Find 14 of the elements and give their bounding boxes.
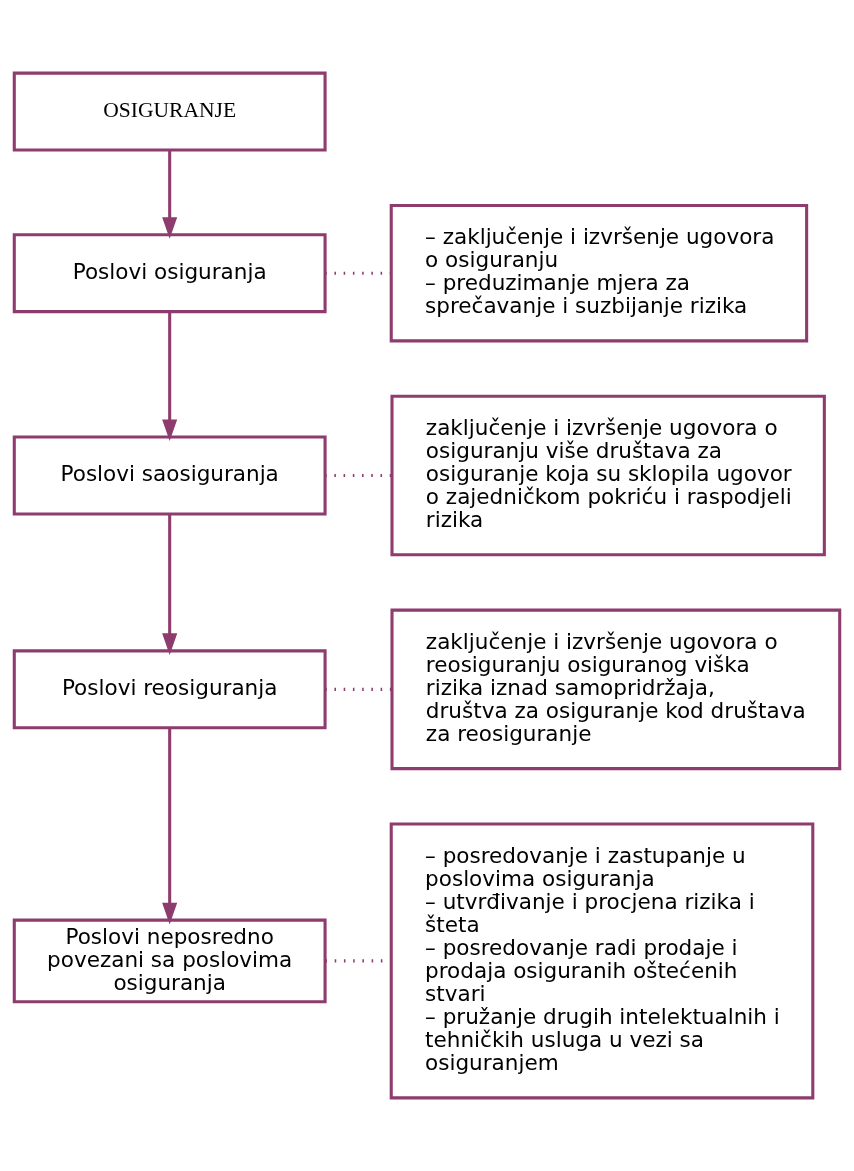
arrow [162, 311, 178, 442]
arrow [162, 728, 178, 925]
connector [325, 473, 392, 478]
arrow [162, 150, 178, 239]
node-box: Poslovi osiguranja [12, 233, 327, 314]
node-box: – posredovanje i zastupanje u poslovima osiguranja – utvrđivanje i procjena rizika i šteta – posredovanje radi prodaje i prodaja osiguranih oštećenih stvari – pružanje drugih intelektualnih i tehničkih usluga u vezi sa osiguranjem [389, 822, 815, 1100]
node-box: OSIGURANJE [12, 71, 327, 152]
arrow [162, 514, 178, 655]
node-box: Poslovi reosiguranja [12, 649, 327, 730]
node-box: zaključenje i izvršenje ugovora o osiguranju više društava za osiguranje koja su sklopila ugovor o zajedničkom pokriću i raspodjeli rizika [390, 394, 826, 557]
node-box: zaključenje i izvršenje ugovora o reosiguranju osiguranog viška rizika iznad samopridržaja, društva za osiguranje kod društava za reosiguranje [390, 608, 842, 771]
node-box: – zaključenje i izvršenje ugovora o osiguranju – preduzimanje mjera za sprečavanje i suzbijanje rizika [389, 203, 809, 343]
node-box: Poslovi saosiguranja [12, 435, 327, 516]
node-box: Poslovi neposredno povezani sa poslovima osiguranja [12, 918, 327, 1004]
